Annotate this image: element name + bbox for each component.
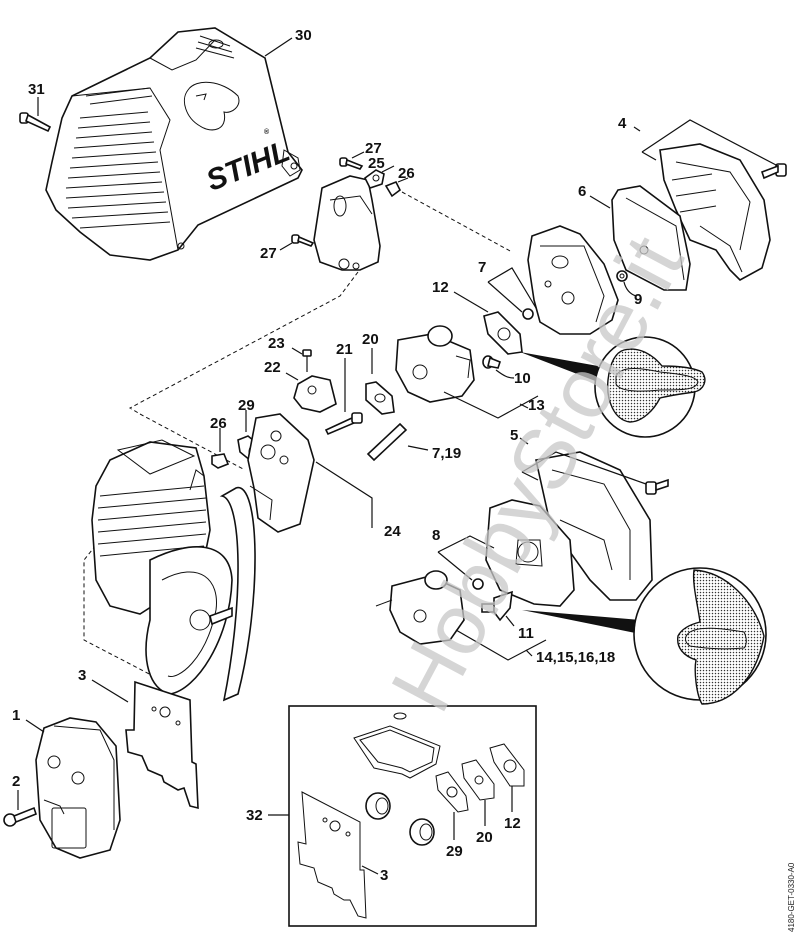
throttle-bracket[interactable] [313,175,381,271]
screw-part-21[interactable] [324,412,363,436]
manifold-part-24[interactable] [247,413,315,533]
air-filter-part-6[interactable] [611,185,691,291]
gasket-part-20[interactable] [365,381,395,415]
callout-8[interactable]: 8 [432,527,440,544]
screw-part-27-top[interactable] [339,157,364,170]
drawing-code: 4180-GET-0330-A0 [787,862,796,932]
callout-27-bottom[interactable]: 27 [260,245,277,262]
callout-26-top[interactable]: 26 [398,165,415,182]
callout-7-19[interactable]: 7,19 [432,445,461,462]
callout-6[interactable]: 6 [578,183,586,200]
callout-25[interactable]: 25 [368,155,385,172]
screw-part-4[interactable] [760,163,787,180]
nut-part-8[interactable] [472,578,484,590]
plug-part-26[interactable] [384,180,402,198]
callout-31[interactable]: 31 [28,81,45,98]
heat-shield-part-3[interactable] [125,680,199,810]
gasket-part-12[interactable] [483,311,523,355]
throttle-linkage-part-22[interactable] [293,375,337,413]
callout-27-top[interactable]: 27 [365,140,382,157]
choke-lever-detail-magnifier-1 [520,336,706,438]
plug-part-26-mid[interactable] [211,453,230,469]
air-filter-base-part-8[interactable] [485,499,575,607]
callout-20-box[interactable]: 20 [476,829,493,846]
callout-2[interactable]: 2 [12,773,20,790]
screw-part-23[interactable] [302,349,312,372]
impulse-hose-part-7-19[interactable] [366,422,408,462]
screw-part-27-bottom[interactable] [291,234,315,247]
callout-4[interactable]: 4 [618,115,627,132]
callout-5[interactable]: 5 [510,427,518,444]
callout-13[interactable]: 13 [528,397,545,414]
callout-9[interactable]: 9 [634,291,642,308]
air-filter-base-part-7[interactable] [527,225,619,335]
callout-29[interactable]: 29 [238,397,255,414]
air-filter-cover-part-4[interactable] [659,143,771,281]
registered-mark: ® [264,128,270,136]
choke-shaft-part-10[interactable] [482,355,501,369]
callout-26-mid[interactable]: 26 [210,415,227,432]
callout-24[interactable]: 24 [384,523,401,540]
callout-11[interactable]: 11 [518,625,534,642]
screw-part-2[interactable] [3,806,37,827]
callout-3-box[interactable]: 3 [380,867,388,884]
callout-10[interactable]: 10 [514,370,531,387]
nut-part-7[interactable] [522,308,534,320]
callout-32[interactable]: 32 [246,807,263,824]
nut-part-9[interactable] [616,270,628,282]
engine-block [91,439,256,702]
callout-7[interactable]: 7 [478,259,486,276]
callout-12[interactable]: 12 [432,279,449,296]
callout-14-15-16-18[interactable]: 14,15,16,18 [536,649,615,666]
callout-29-box[interactable]: 29 [446,843,463,860]
choke-lever-detail-magnifier-2 [522,567,767,705]
callout-21[interactable]: 21 [336,341,353,358]
screw-part-5[interactable] [645,478,669,495]
callout-30[interactable]: 30 [295,27,312,44]
shroud-part-30[interactable]: STIHL ® [45,27,303,261]
callout-1[interactable]: 1 [12,707,20,724]
callout-20[interactable]: 20 [362,331,379,348]
gasket-set-box-32[interactable] [288,705,537,927]
callout-3-left[interactable]: 3 [78,667,86,684]
callout-22[interactable]: 22 [264,359,281,376]
muffler-part-1[interactable] [35,717,121,859]
carburetor-part-14-18[interactable] [375,570,465,645]
choke-shaft-part-11[interactable] [481,590,513,622]
callout-12-box[interactable]: 12 [504,815,521,832]
lever-part-25[interactable] [363,169,385,189]
carburetor-part-13[interactable] [395,325,475,403]
screw-part-31[interactable] [19,112,52,133]
callout-23[interactable]: 23 [268,335,285,352]
